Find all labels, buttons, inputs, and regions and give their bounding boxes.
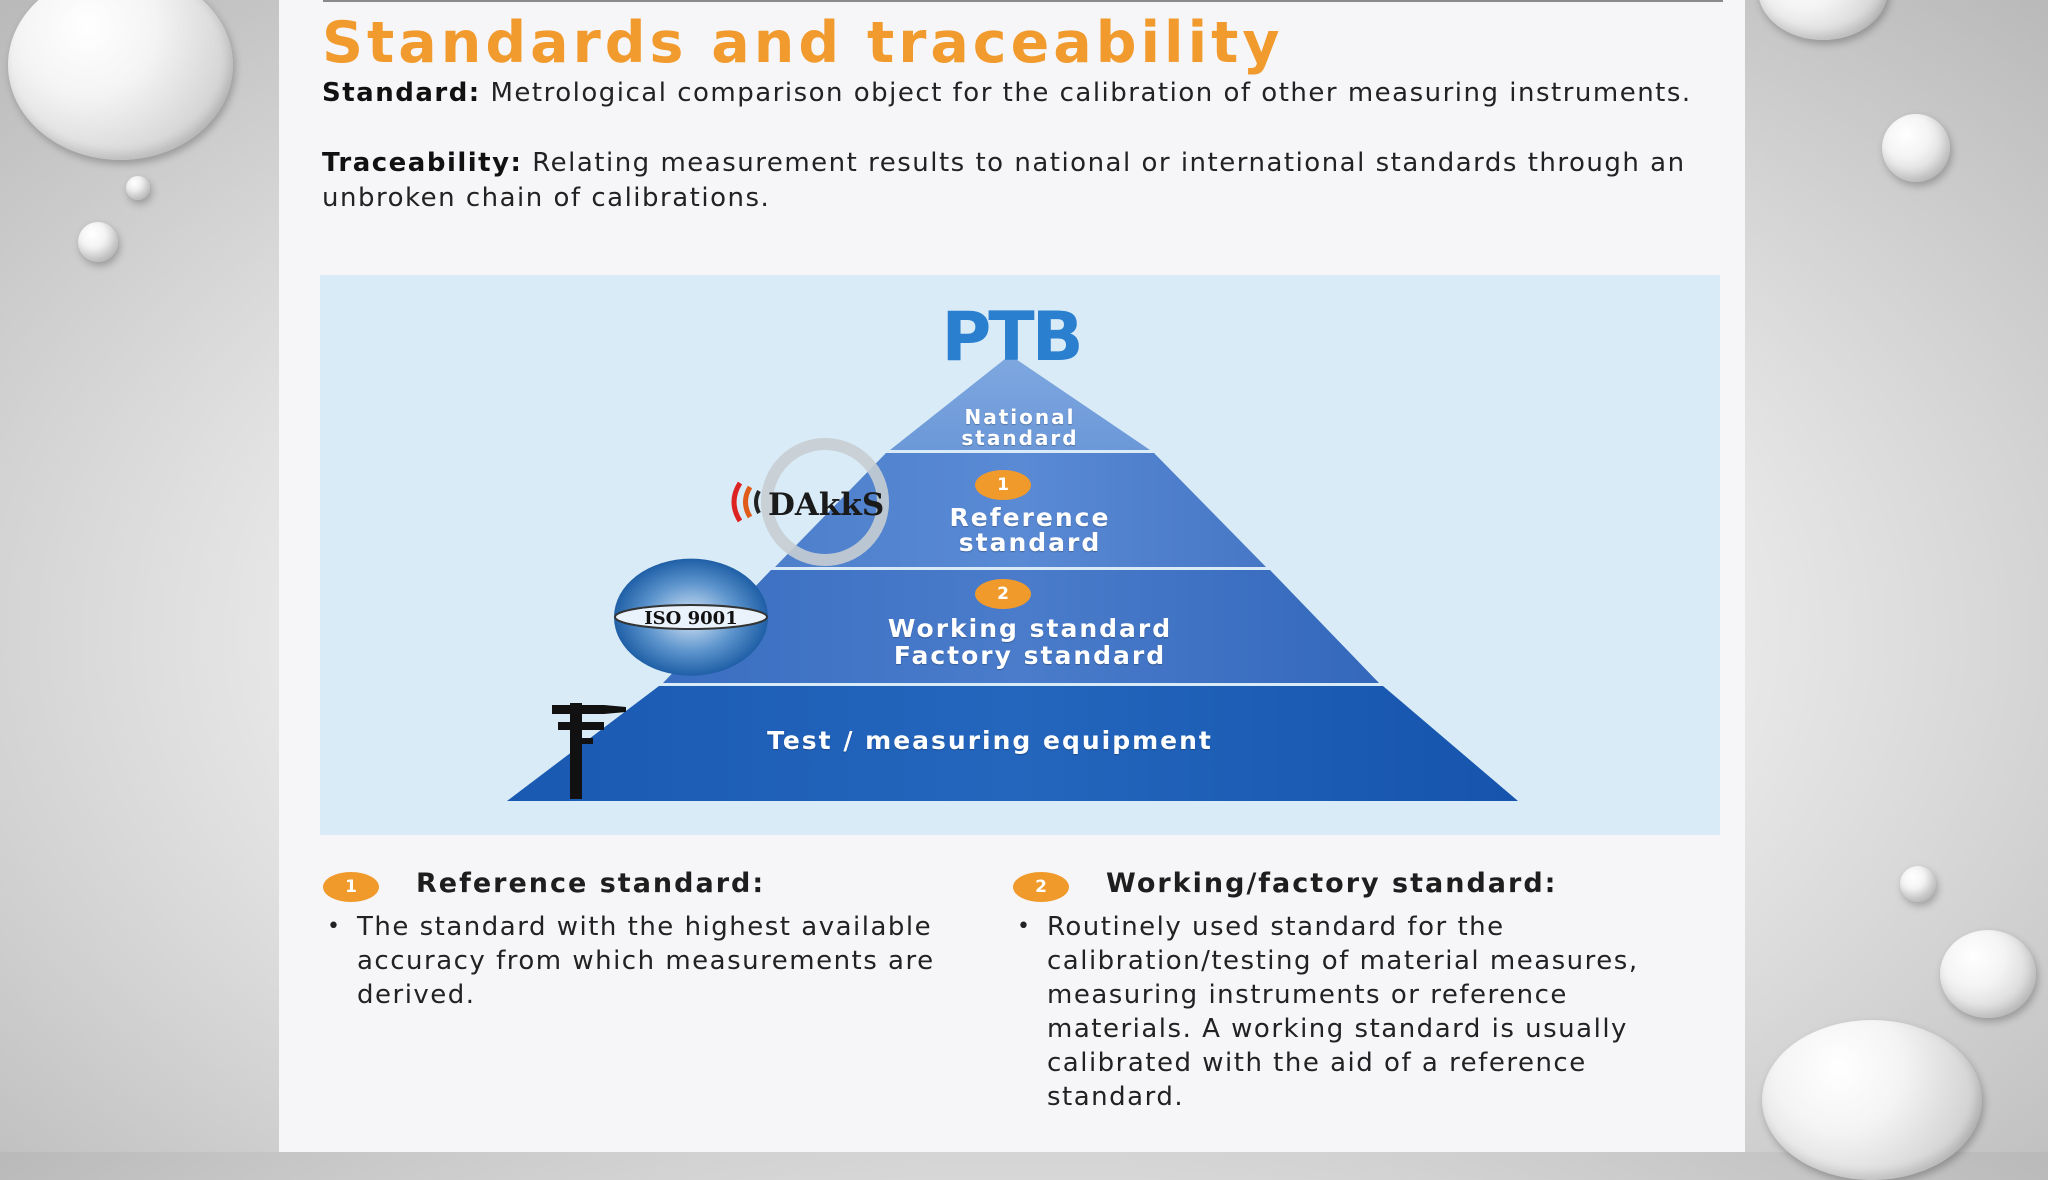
traceability-term: Traceability: bbox=[322, 148, 523, 178]
decorative-drop bbox=[8, 0, 233, 160]
bullet-dot: • bbox=[1017, 914, 1032, 939]
decorative-drop bbox=[1900, 866, 1936, 902]
slide: Standards and traceability Standard: Met… bbox=[279, 0, 1745, 1152]
note-bullet-working: •Routinely used standard for the calibra… bbox=[1017, 912, 1639, 1112]
pyramid-tier-reference bbox=[775, 453, 1266, 567]
pyramid-graphic: DAkkS ISO 9001 bbox=[507, 355, 1518, 801]
standard-text: Metrological comparison object for the c… bbox=[480, 78, 1692, 108]
standard-term: Standard: bbox=[322, 78, 481, 108]
tier-badge-2: 2 bbox=[975, 579, 1031, 609]
decorative-drop bbox=[1940, 930, 2036, 1018]
slide-top-rule bbox=[323, 0, 1723, 2]
tier-label-test-equipment: Test / measuring equipment bbox=[767, 726, 1213, 755]
decorative-drop bbox=[1758, 0, 1888, 40]
note-heading-reference: Reference standard: bbox=[416, 868, 766, 899]
tier-label-working: Working standard Factory standard bbox=[887, 614, 1173, 670]
traceability-text: Relating measurement results to national… bbox=[322, 148, 1686, 213]
traceability-pyramid-diagram: DAkkS ISO 9001 PTB National standard bbox=[320, 275, 1720, 835]
note-bullet-reference: •The standard with the highest available… bbox=[327, 912, 935, 1010]
note-heading-working: Working/factory standard: bbox=[1106, 868, 1558, 899]
decorative-drop bbox=[1762, 1020, 1982, 1180]
tier-label-national: National standard bbox=[961, 405, 1079, 450]
dakks-logo: DAkkS bbox=[731, 438, 889, 566]
standard-definition: Standard: Metrological comparison object… bbox=[322, 76, 1752, 111]
svg-text:DAkkS: DAkkS bbox=[768, 487, 884, 523]
decorative-drop bbox=[126, 176, 150, 200]
bullet-dot: • bbox=[327, 914, 342, 939]
tier-label-reference: Reference standard bbox=[949, 503, 1111, 557]
iso-9001-badge: ISO 9001 bbox=[614, 558, 768, 676]
note-badge-2: 2 bbox=[1013, 872, 1069, 902]
tier-badge-1: 1 bbox=[975, 470, 1031, 500]
pyramid-tier-test bbox=[507, 686, 1518, 801]
slide-title: Standards and traceability bbox=[322, 10, 1284, 76]
pyramid-tier-national bbox=[890, 355, 1150, 450]
ptb-logo: PTB bbox=[941, 298, 1083, 377]
svg-text:ISO 9001: ISO 9001 bbox=[644, 608, 737, 629]
decorative-drop bbox=[78, 222, 118, 262]
pyramid-tier-working bbox=[663, 570, 1379, 683]
traceability-definition: Traceability: Relating measurement resul… bbox=[322, 146, 1752, 216]
decorative-drop bbox=[1882, 114, 1950, 182]
note-badge-1: 1 bbox=[323, 872, 379, 902]
caliper-icon bbox=[552, 703, 626, 799]
